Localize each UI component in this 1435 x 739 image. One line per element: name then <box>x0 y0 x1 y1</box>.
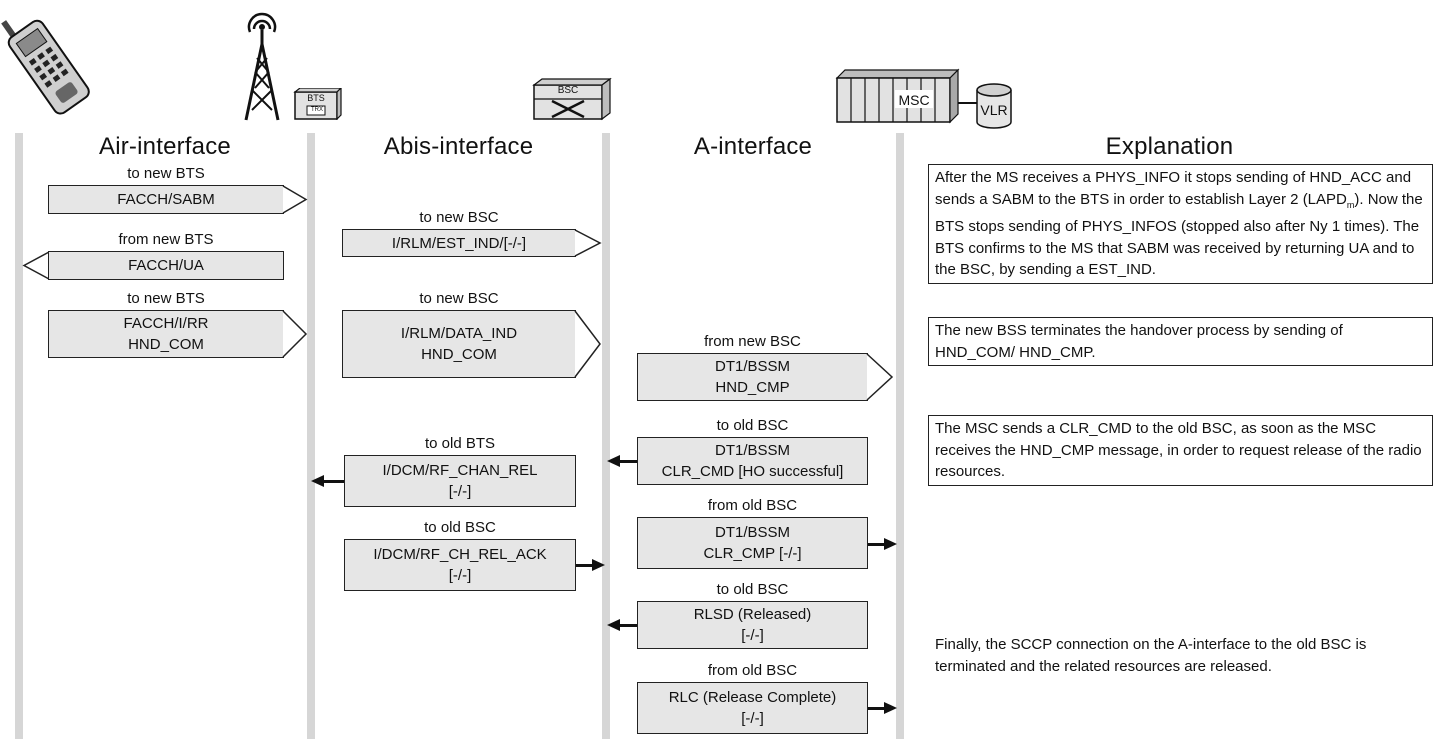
message-line: FACCH/SABM <box>117 191 215 208</box>
message-line: [-/-] <box>448 483 472 500</box>
message-box: I/DCM/RF_CHAN_REL [-/-] <box>344 455 576 507</box>
pointer-right-icon <box>282 185 308 214</box>
message-line: RLC (Release Complete) <box>668 689 837 706</box>
arrow-right-icon <box>884 538 897 550</box>
arrow-right-icon <box>884 702 897 714</box>
explanation-note: After the MS receives a PHYS_INFO it sto… <box>928 164 1433 284</box>
message-line: [-/-] <box>741 710 764 727</box>
bsc-icon: BSC <box>532 77 612 121</box>
explanation-note: The MSC sends a CLR_CMD to the old BSC, … <box>928 415 1433 486</box>
message-line: FACCH/UA <box>128 257 204 274</box>
message-line: CLR_CMP [-/-] <box>703 545 802 562</box>
message-line: I/RLM/EST_IND/[-/-] <box>391 234 527 252</box>
message-box: I/RLM/EST_IND/[-/-] <box>342 229 576 257</box>
bts-tower-icon <box>244 12 280 121</box>
header-air-interface: Air-interface <box>99 133 231 160</box>
note-subscript: m <box>1346 199 1355 210</box>
message-caption: to new BTS <box>127 165 205 182</box>
vlr-icon: VLR <box>975 82 1013 130</box>
message-caption: from old BSC <box>707 662 798 679</box>
message-line: I/DCM/RF_CH_REL_ACK <box>373 546 547 563</box>
lane-divider <box>602 133 610 739</box>
bsc-label: BSC <box>557 85 579 96</box>
arrow-line <box>619 460 637 463</box>
message-box: DT1/BSSM CLR_CMP [-/-] <box>637 517 868 569</box>
message-box: RLSD (Released) [-/-] <box>637 601 868 649</box>
message-box: I/RLM/DATA_IND HND_COM <box>342 310 576 378</box>
message-line: [-/-] <box>448 567 472 584</box>
header-explanation: Explanation <box>1105 133 1234 160</box>
arrow-right-icon <box>592 559 605 571</box>
arrow-line <box>576 564 594 567</box>
note-text: ). Now the BTS stops sending of PHYS_INF… <box>935 190 1423 279</box>
arrow-line <box>868 707 886 710</box>
message-caption: from new BSC <box>704 333 801 350</box>
explanation-note: Finally, the SCCP connection on the A-in… <box>928 631 1433 680</box>
message-box: RLC (Release Complete) [-/-] <box>637 682 868 734</box>
message-caption: to old BSC <box>424 519 496 536</box>
message-line: RLSD (Released) <box>693 606 812 623</box>
message-caption: to old BSC <box>716 417 789 434</box>
note-text: After the MS receives a PHYS_INFO it sto… <box>935 169 1412 208</box>
message-line: HND_CMP <box>715 379 790 396</box>
note-text: Finally, the SCCP connection on the A-in… <box>935 636 1367 675</box>
header-abis-interface: Abis-interface <box>383 133 534 160</box>
message-line: HND_COM <box>421 346 497 363</box>
explanation-note: The new BSS terminates the handover proc… <box>928 317 1433 366</box>
arrow-left-icon <box>607 455 620 467</box>
message-caption: from new BTS <box>118 231 214 248</box>
message-box: FACCH/I/RR HND_COM <box>48 310 284 358</box>
pointer-right-icon <box>574 229 602 257</box>
vlr-label: VLR <box>980 102 1008 118</box>
pointer-right-icon <box>574 310 601 378</box>
message-caption: to new BSC <box>419 290 499 307</box>
arrow-line <box>619 624 637 627</box>
message-caption: to new BSC <box>419 209 499 226</box>
arrow-left-icon <box>607 619 620 631</box>
message-box: DT1/BSSM CLR_CMD [HO successful] <box>637 437 868 485</box>
header-a-interface: A-interface <box>693 133 813 160</box>
message-line: DT1/BSSM <box>714 358 790 375</box>
bts-box-icon: BTS TRX <box>293 86 343 121</box>
pointer-right-icon <box>282 310 308 358</box>
arrow-left-icon <box>311 475 324 487</box>
message-box: FACCH/SABM <box>48 185 284 214</box>
arrow-line <box>868 543 886 546</box>
note-text: The MSC sends a CLR_CMD to the old BSC, … <box>935 420 1422 480</box>
message-line: DT1/BSSM <box>714 442 790 459</box>
lane-divider <box>15 133 23 739</box>
message-box: I/DCM/RF_CH_REL_ACK [-/-] <box>344 539 576 591</box>
message-line: CLR_CMD [HO successful] <box>661 463 844 480</box>
message-box: DT1/BSSM HND_CMP <box>637 353 868 401</box>
message-box: FACCH/UA <box>48 251 284 280</box>
message-caption: to old BSC <box>716 581 789 598</box>
arrow-line <box>323 480 344 483</box>
pointer-left-icon <box>22 251 50 280</box>
message-line: DT1/BSSM <box>714 524 790 541</box>
message-caption: from old BSC <box>707 497 798 514</box>
trx-label: TRX <box>311 107 323 113</box>
msc-icon: MSC <box>835 68 960 124</box>
message-caption: to old BTS <box>424 435 496 452</box>
note-text: The new BSS terminates the handover proc… <box>935 322 1343 361</box>
message-line: HND_COM <box>128 336 204 353</box>
message-line: I/DCM/RF_CHAN_REL <box>382 462 538 479</box>
msc-label: MSC <box>898 92 930 108</box>
message-line: FACCH/I/RR <box>123 315 209 332</box>
lane-divider <box>307 133 315 739</box>
bts-box-label: BTS <box>307 93 325 103</box>
pointer-right-icon <box>866 353 894 401</box>
mobile-phone-icon <box>1 19 90 115</box>
message-line: I/RLM/DATA_IND <box>400 325 518 342</box>
connector-line <box>958 102 978 104</box>
message-line: [-/-] <box>741 627 764 644</box>
message-caption: to new BTS <box>127 290 205 307</box>
lane-divider <box>896 133 904 739</box>
